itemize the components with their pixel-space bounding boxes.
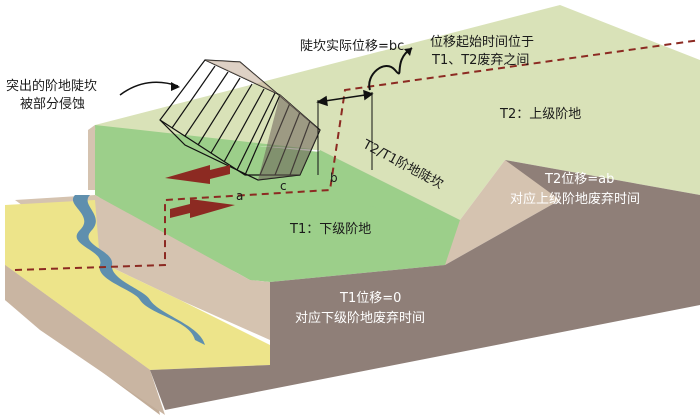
point-b-label: b — [330, 171, 338, 185]
t1-disp-line2: 对应下级阶地废弃时间 — [295, 310, 425, 326]
upper-terrace-surface — [95, 5, 700, 220]
eroded-label-line1: 突出的阶地陡坎 — [6, 78, 97, 94]
bc-displacement-arrow — [316, 89, 374, 175]
curl-pointer-head — [404, 48, 412, 56]
scarp-displacement-label: 陡坎实际位移=bc — [300, 39, 404, 54]
displacement-start-line2: T1、T2废弃之间 — [431, 52, 529, 68]
bottom-front-wall — [5, 265, 165, 415]
eroded-label-line2: 被部分侵蚀 — [20, 96, 85, 112]
floodplain-surface — [5, 200, 270, 370]
lower-terrace-label: T1：下级阶地 — [289, 222, 371, 237]
t2-disp-line2: 对应上级阶地废弃时间 — [510, 191, 640, 207]
lower-terrace-surface-main — [95, 130, 455, 282]
upper-terrace-label: T2：上级阶地 — [499, 107, 581, 122]
fault-trace — [14, 39, 700, 271]
curl-pointer — [368, 47, 413, 91]
eroded-pointer-head — [171, 82, 180, 91]
right-side-wall — [150, 160, 700, 410]
eroded-pointer — [119, 81, 179, 96]
river — [72, 195, 205, 345]
wedge-shade — [258, 95, 320, 180]
point-a-label: a — [236, 189, 243, 203]
strike-slip-arrows — [165, 165, 235, 218]
point-c-label: c — [280, 179, 287, 193]
t1-disp-line1: T1位移=0 — [339, 291, 401, 306]
displacement-start-line1: 位移起始时间位于 — [430, 35, 534, 50]
t2-disp-line1: T2位移=ab — [544, 172, 614, 187]
